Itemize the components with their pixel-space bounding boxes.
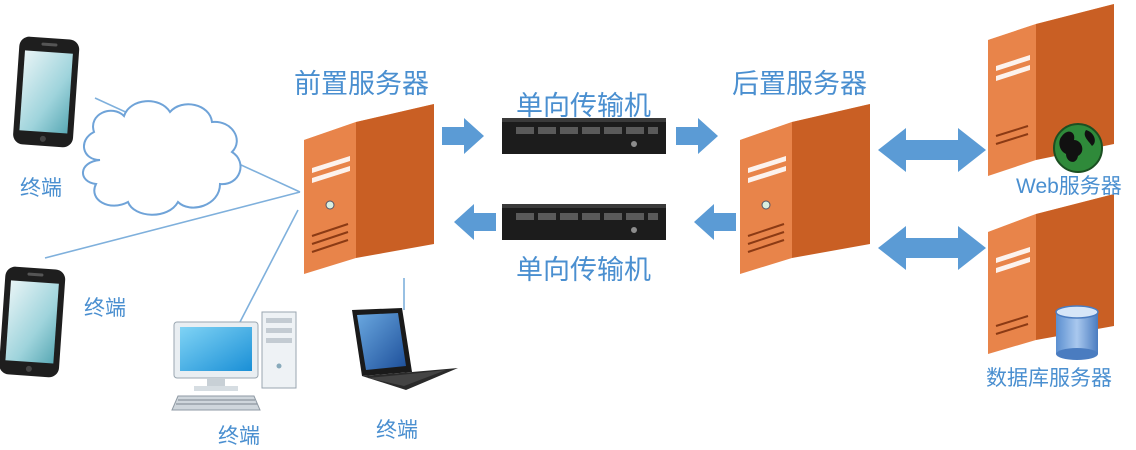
back-server-label: 后置服务器 [732,69,867,99]
oneway-transfer-label-top: 单向传输机 [516,91,651,121]
arrow-icon [676,118,718,154]
front-server-label: 前置服务器 [294,69,429,99]
db-server-label: 数据库服务器 [986,367,1112,390]
arrow-icon [442,118,484,154]
tower-server-icon [304,104,434,274]
cloud-icon [82,100,242,216]
tower-server-icon [740,104,870,274]
oneway-transfer-device-icon [502,118,666,154]
terminal-label-laptop: 终端 [376,419,418,442]
web-server-label: Web服务器 [1016,175,1122,198]
oneway-transfer-label-bottom: 单向传输机 [516,255,651,285]
arrow-icon [878,226,986,270]
terminal-label-phone-top: 终端 [20,177,62,200]
oneway-transfer-device-icon [502,204,666,240]
database-icon [1055,305,1099,360]
globe-icon [1053,123,1103,173]
terminal-label-phone-bottom: 终端 [84,297,126,320]
arrow-icon [454,204,496,240]
mobile-phone-icon [13,36,80,148]
tower-server-icon [988,4,1114,176]
arrow-icon [878,128,986,172]
tower-server-icon [988,194,1114,354]
laptop-icon [352,308,458,390]
desktop-computer-icon [171,311,297,411]
arrow-icon [694,204,736,240]
mobile-phone-icon [0,266,66,378]
terminal-label-desktop: 终端 [218,425,260,448]
